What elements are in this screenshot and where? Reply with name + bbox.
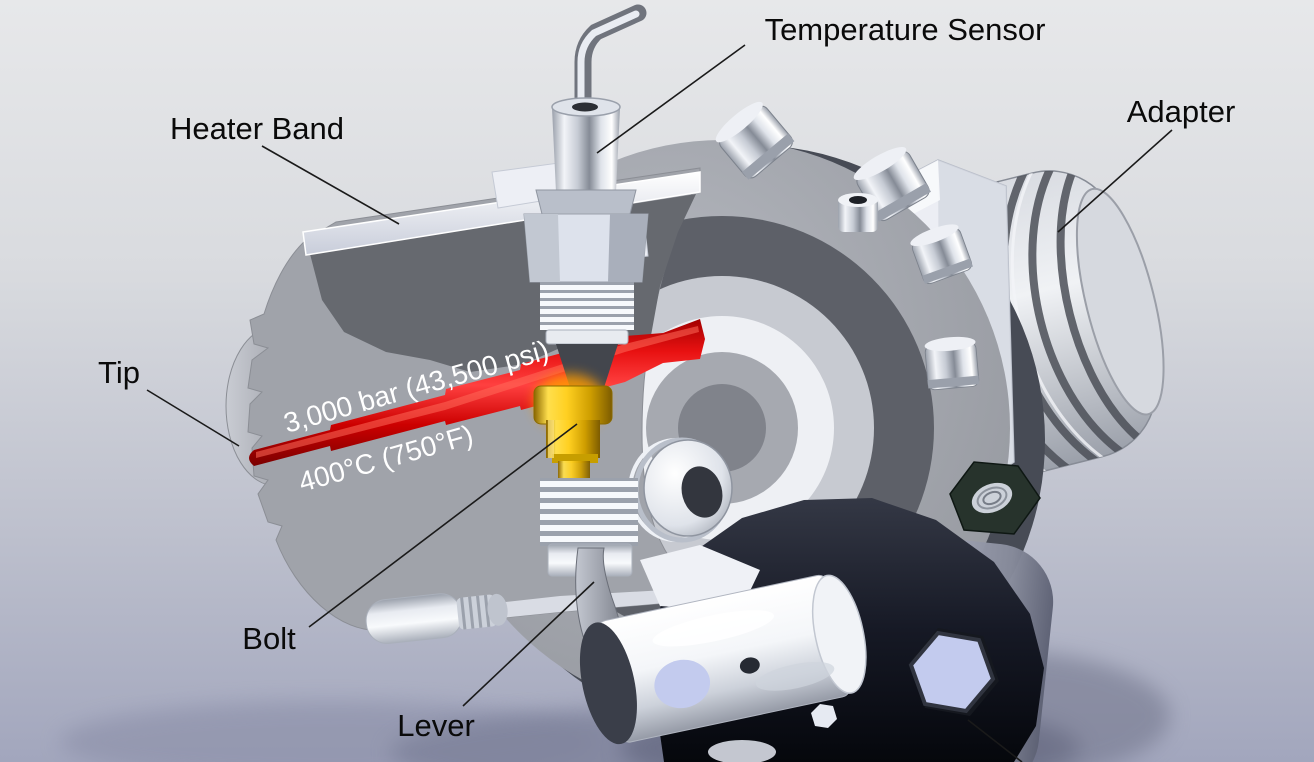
- side-gland: [628, 437, 733, 543]
- sensor-gland: [540, 282, 634, 345]
- cylinder-port: [654, 659, 711, 709]
- body-pin: [365, 593, 508, 644]
- leader-lines: [146, 44, 1173, 762]
- leader-tip: [146, 389, 240, 447]
- sensor-hex-nut: [523, 213, 649, 283]
- bracket-screw-2: [811, 704, 837, 728]
- lower-gland: [540, 478, 638, 577]
- label-tip: Tip: [98, 355, 140, 390]
- leader-lever: [462, 581, 595, 707]
- leader-temperature-sensor: [596, 44, 746, 154]
- label-heater-band: Heater Band: [170, 111, 344, 146]
- vent-plug: [838, 193, 878, 232]
- hydraulic-cylinder: [579, 574, 867, 745]
- sensor-nut-thin: [535, 189, 637, 215]
- mounting-tab: [949, 461, 1041, 535]
- label-adapter: Adapter: [1127, 94, 1236, 129]
- hex-bolt-head: [908, 628, 999, 716]
- leader-heater-band: [261, 145, 400, 225]
- leader-offscreen: [967, 719, 1023, 762]
- label-bolt: Bolt: [242, 621, 296, 656]
- part-labels: Temperature Sensor Heater Band Adapter T…: [98, 12, 1235, 743]
- leader-bolt: [308, 423, 578, 628]
- leader-adapter: [1057, 129, 1173, 233]
- bracket-foot: [708, 740, 776, 762]
- flange-plugs: [715, 101, 980, 391]
- label-temperature-sensor: Temperature Sensor: [765, 12, 1046, 47]
- label-lever: Lever: [397, 708, 475, 743]
